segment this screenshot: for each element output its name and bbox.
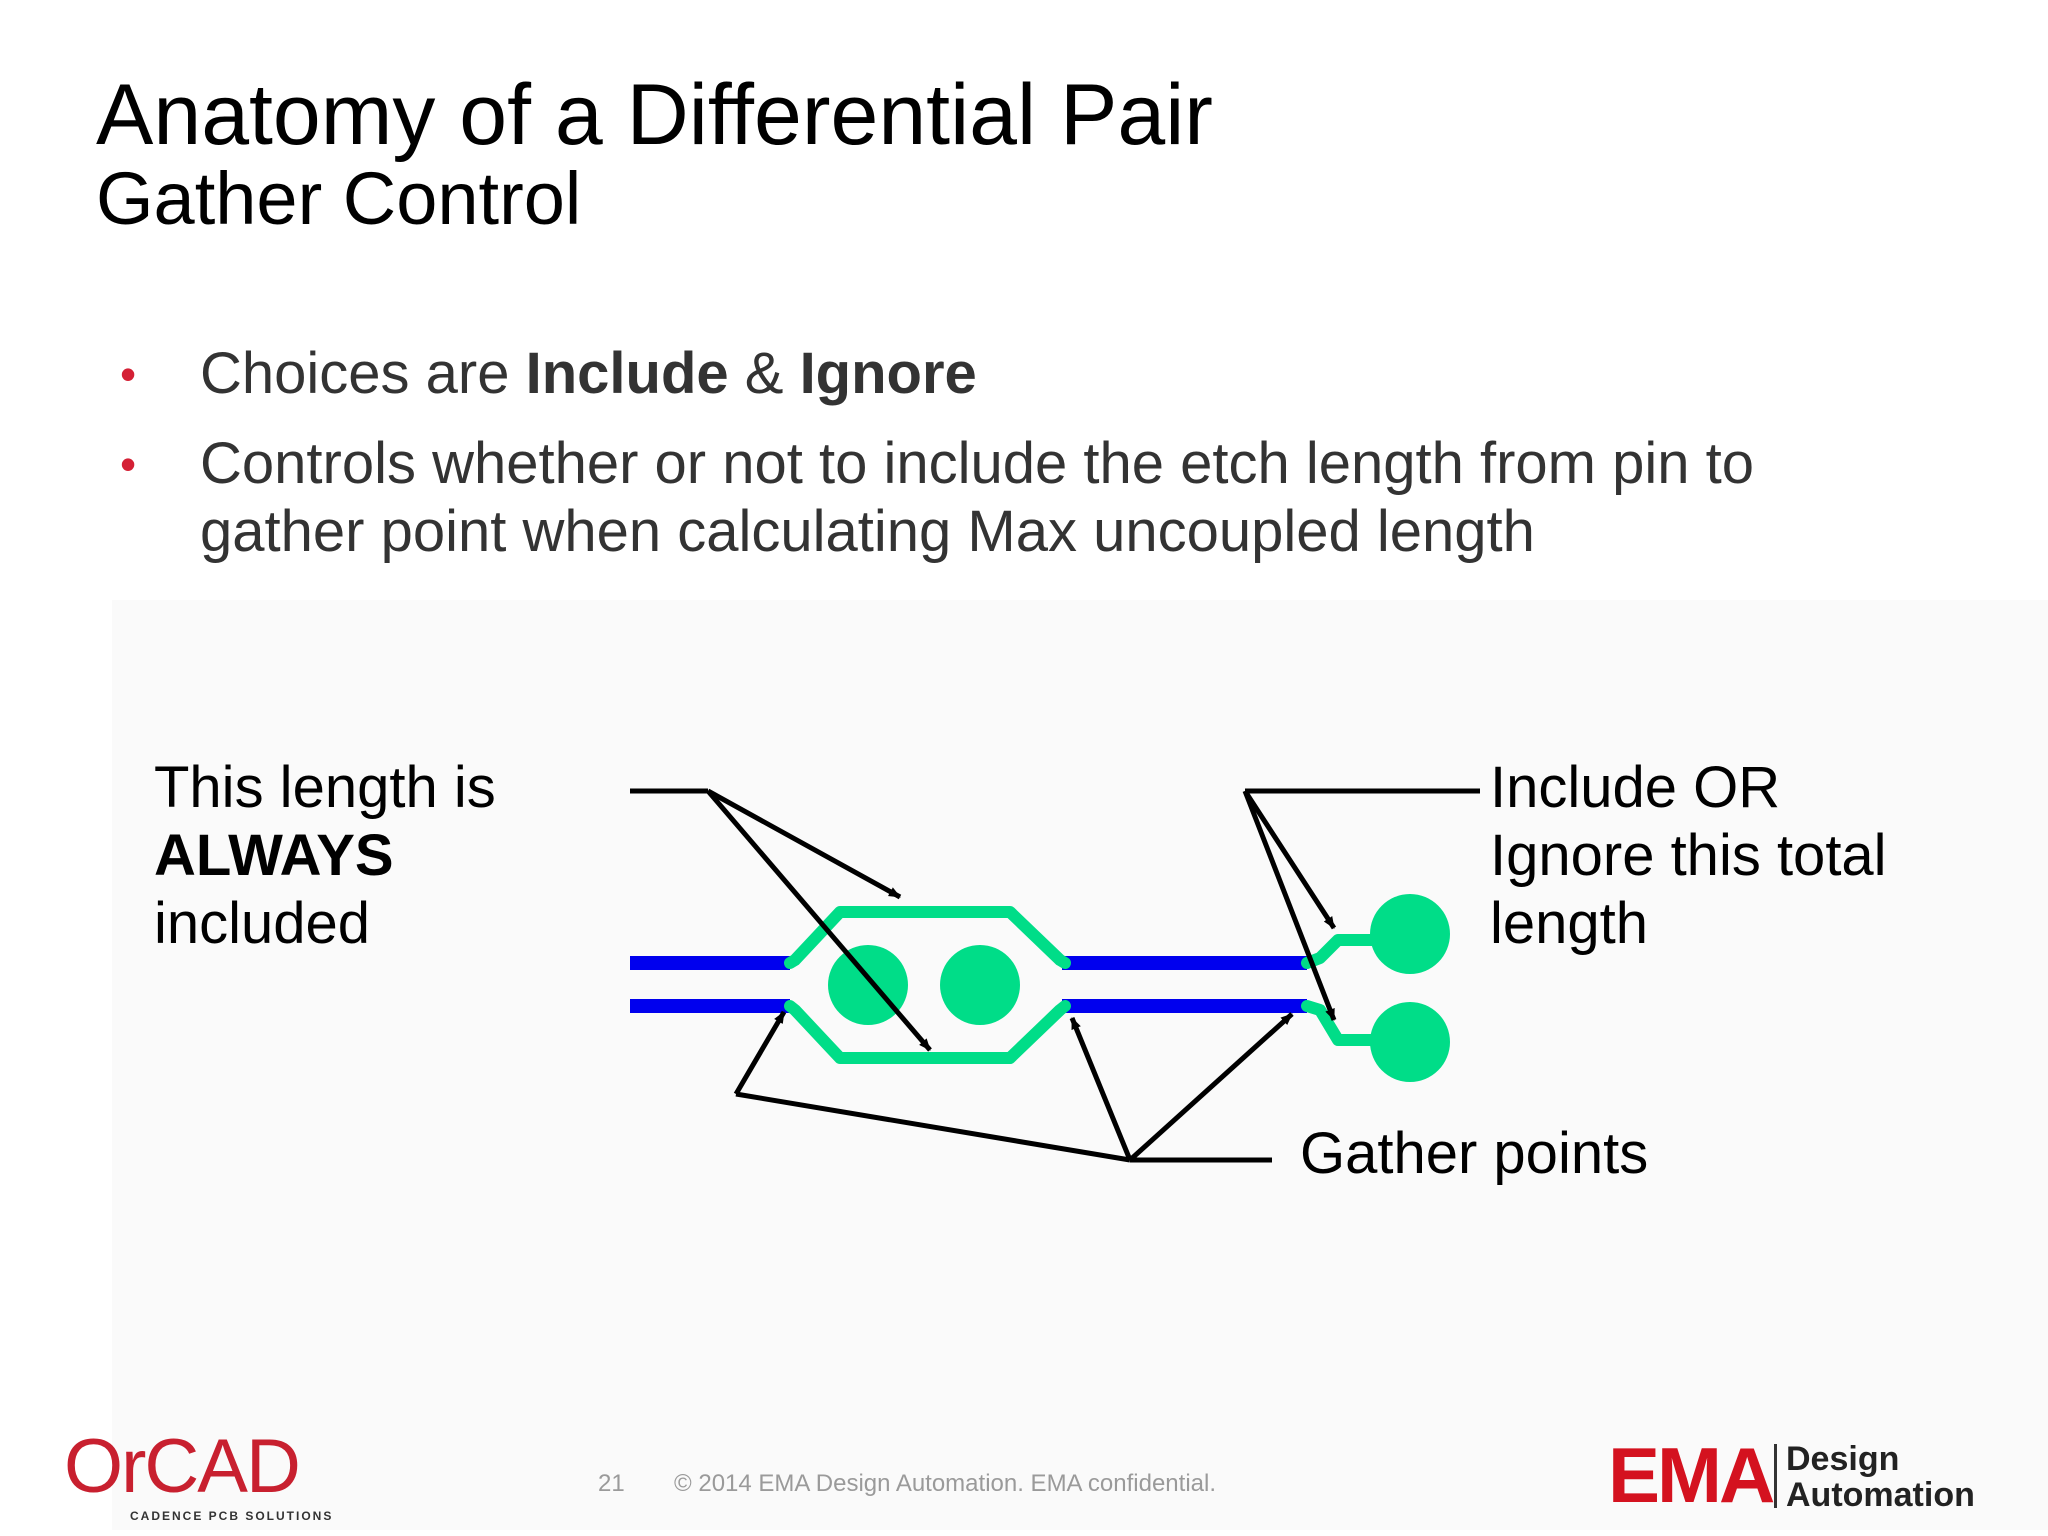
bullet-text-line1: Controls whether or not to include the e…	[200, 431, 1754, 496]
ema-logo-design: Design	[1786, 1440, 1899, 1478]
always-label-line1: This length is	[154, 755, 496, 820]
etch-lower-path	[784, 1000, 1071, 1064]
pad-left-1	[828, 945, 908, 1025]
always-label-line3: included	[154, 891, 371, 956]
include-label-line2: Ignore this total	[1490, 823, 1887, 888]
include-label-line1: Include OR	[1490, 755, 1781, 820]
right-callout	[1242, 788, 1480, 1021]
slide-title: Anatomy of a Differential Pair	[96, 67, 1213, 163]
bullet-bold-ignore: Ignore	[799, 341, 977, 406]
ema-logo-wordmark: EMA	[1608, 1432, 1774, 1512]
pad-right-lower	[1370, 1002, 1450, 1082]
orcad-logo-tagline: CADENCE PCB SOLUTIONS	[130, 1509, 333, 1523]
ema-logo-divider	[1774, 1444, 1777, 1508]
orcad-logo-wordmark: OrCAD	[64, 1424, 299, 1509]
always-included-label: This length is ALWAYS included	[154, 754, 496, 958]
etch-lower-right	[1301, 1000, 1386, 1046]
trace-upper-left	[630, 956, 790, 970]
etch-upper-right	[1301, 934, 1386, 969]
differential-traces	[630, 956, 1307, 1013]
ema-logo-automation: Automation	[1786, 1476, 1975, 1512]
trace-upper-middle	[1062, 956, 1307, 970]
always-label-line2: ALWAYS	[154, 823, 394, 888]
pads	[828, 894, 1450, 1082]
copyright-notice: © 2014 EMA Design Automation. EMA confid…	[674, 1470, 1216, 1497]
ema-logo: EMA Design Automation	[1608, 1432, 1975, 1512]
bullet-item-choices: • Choices are Include & Ignore	[120, 340, 1940, 408]
slide-background	[112, 600, 2048, 1530]
trace-lower-left	[630, 999, 790, 1013]
pad-left-2	[940, 945, 1020, 1025]
trace-lower-middle	[1062, 999, 1307, 1013]
bullet-item-controls: • Controls whether or not to include the…	[120, 430, 1940, 566]
include-ignore-label: Include OR Ignore this total length	[1490, 754, 1887, 958]
include-label-line3: length	[1490, 891, 1649, 956]
etch-upper-path	[784, 906, 1071, 969]
bullet-dot-icon: •	[120, 348, 137, 400]
bullet-list: • Choices are Include & Ignore • Control…	[120, 340, 1940, 588]
page-number: 21	[598, 1470, 625, 1497]
pad-right-upper	[1370, 894, 1450, 974]
orcad-logo: OrCAD CADENCE PCB SOLUTIONS	[64, 1424, 333, 1523]
gather-callout	[733, 1010, 1294, 1163]
bullet-text-line2: gather point when calculating Max uncoup…	[200, 499, 1535, 564]
left-callout	[630, 788, 932, 1052]
bullet-bold-include: Include	[525, 341, 729, 406]
bullet-text: &	[728, 341, 800, 406]
bullet-dot-icon: •	[120, 438, 137, 490]
gather-points-label: Gather points	[1300, 1121, 1649, 1186]
bullet-text: Choices are	[200, 341, 526, 406]
slide-subtitle: Gather Control	[96, 157, 582, 240]
